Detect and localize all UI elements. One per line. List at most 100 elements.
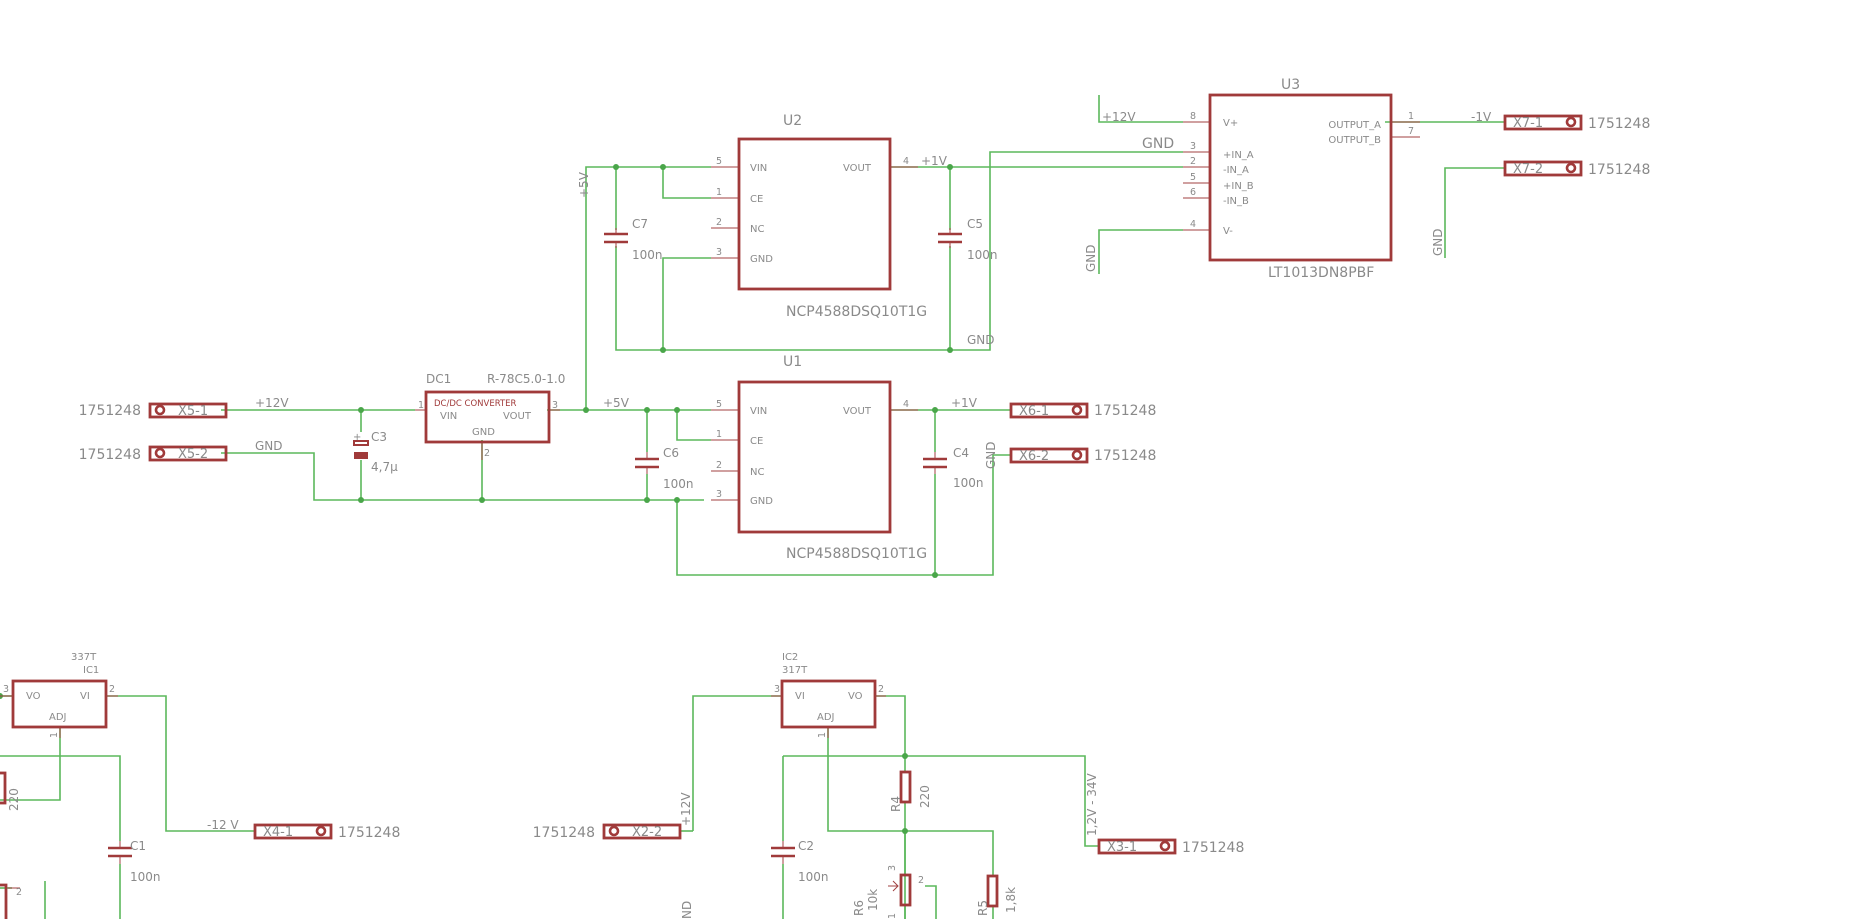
svg-text:C5: C5: [967, 217, 983, 231]
net-label-gnd-u3: GND: [1142, 136, 1174, 152]
svg-text:CE: CE: [750, 436, 763, 447]
capacitor-c5[interactable]: C5 100n: [938, 217, 998, 262]
svg-text:X5-2: X5-2: [178, 447, 208, 462]
svg-text:100n: 100n: [798, 870, 829, 884]
svg-text:VOUT: VOUT: [503, 411, 532, 422]
svg-text:5: 5: [716, 399, 722, 410]
capacitor-c3[interactable]: + C3 4,7µ: [353, 430, 398, 474]
wires: [0, 95, 1505, 919]
svg-text:X7-2: X7-2: [1513, 162, 1543, 177]
connector-x3-1[interactable]: X3-1 1751248: [1097, 838, 1244, 856]
u1-ref: U1: [783, 354, 802, 370]
svg-text:GND: GND: [472, 427, 495, 438]
connector-x6-2[interactable]: X6-2 1751248: [1009, 447, 1156, 464]
svg-text:C7: C7: [632, 217, 648, 231]
resistor-r2[interactable]: 2: [0, 883, 22, 919]
svg-text:5: 5: [1190, 172, 1196, 183]
net-label-gnd: GND: [255, 439, 283, 453]
svg-text:+IN_A: +IN_A: [1223, 150, 1254, 161]
net-label-p1v-u1: +1V: [951, 396, 978, 410]
svg-text:2: 2: [16, 887, 22, 898]
u1-value: NCP4588DSQ10T1G: [786, 546, 927, 562]
svg-text:C3: C3: [371, 430, 387, 444]
svg-text:100n: 100n: [130, 870, 161, 884]
svg-text:X6-1: X6-1: [1019, 404, 1049, 419]
connector-x5-2[interactable]: X5-2 1751248: [79, 445, 228, 463]
capacitor-c4[interactable]: C4 100n: [923, 446, 984, 490]
svg-text:7: 7: [1408, 126, 1414, 137]
svg-text:X3-1: X3-1: [1107, 840, 1137, 855]
svg-text:2: 2: [716, 217, 722, 228]
svg-text:R6: R6: [852, 900, 866, 916]
svg-text:X6-2: X6-2: [1019, 449, 1049, 464]
regulator-ic2[interactable]: 3 2 1 VI VO ADJ IC2 317T: [771, 652, 886, 738]
potentiometer-r6[interactable]: 3 1 2 R6 10k: [852, 865, 924, 919]
svg-text:3: 3: [716, 247, 722, 258]
resistor-r4[interactable]: R4 220: [889, 770, 932, 812]
opamp-u3[interactable]: 8 3 2 5 6 4 1 7 V+ +IN_A -IN_A +IN_B -IN…: [1183, 77, 1420, 281]
svg-text:4: 4: [1190, 219, 1196, 230]
net-label-gnd-u2: GND: [967, 333, 995, 347]
svg-text:1751248: 1751248: [1094, 448, 1156, 464]
capacitor-c6[interactable]: C6 100n: [635, 446, 694, 491]
net-label-m12v: -12 V: [207, 818, 239, 832]
svg-text:X5-1: X5-1: [178, 404, 208, 419]
svg-text:317T: 317T: [782, 665, 808, 676]
svg-text:2: 2: [1190, 156, 1196, 167]
svg-text:1751248: 1751248: [338, 825, 400, 841]
svg-text:OUTPUT_B: OUTPUT_B: [1328, 135, 1381, 146]
net-label-gnd-x7: GND: [1431, 228, 1445, 256]
svg-text:IC1: IC1: [83, 665, 99, 676]
svg-text:5: 5: [716, 156, 722, 167]
capacitor-c7[interactable]: C7 100n: [604, 217, 663, 262]
svg-text:1751248: 1751248: [79, 447, 141, 463]
resistor-r1[interactable]: 220: [0, 771, 21, 811]
connector-x7-1[interactable]: X7-1 1751248: [1503, 114, 1650, 132]
svg-text:VIN: VIN: [440, 411, 457, 422]
svg-text:+IN_B: +IN_B: [1223, 181, 1254, 192]
connector-x6-1[interactable]: X6-1 1751248: [1009, 402, 1156, 419]
svg-text:337T: 337T: [71, 652, 97, 663]
svg-text:X7-1: X7-1: [1513, 116, 1543, 131]
svg-text:6: 6: [1190, 187, 1196, 198]
svg-text:2: 2: [109, 684, 115, 695]
regulator-ic1[interactable]: 3 2 1 VO VI ADJ 337T IC1: [0, 652, 118, 738]
svg-text:2: 2: [716, 460, 722, 471]
dc1-ref: DC1: [426, 372, 451, 386]
svg-text:X4-1: X4-1: [263, 825, 293, 840]
svg-text:2: 2: [918, 875, 924, 886]
svg-text:-IN_A: -IN_A: [1223, 165, 1249, 176]
capacitor-c2[interactable]: C2 100n: [771, 839, 829, 884]
svg-text:VI: VI: [80, 691, 90, 702]
resistor-r5[interactable]: R5 1,8k: [976, 874, 1018, 916]
connector-x5-1[interactable]: X5-1 1751248: [79, 402, 228, 419]
regulator-u2[interactable]: 5 1 2 3 4 VIN CE NC GND VOUT U2 NCP4588D…: [711, 113, 927, 320]
svg-text:100n: 100n: [953, 476, 984, 490]
svg-text:100n: 100n: [967, 248, 998, 262]
regulator-u1[interactable]: 5 1 2 3 4 VIN CE NC GND VOUT U1 NCP4588D…: [711, 354, 927, 562]
svg-text:C6: C6: [663, 446, 679, 460]
net-label-p12v-ic2: +12V: [679, 792, 693, 826]
net-label-gnd-x6: GND: [984, 441, 998, 469]
dcdc-converter-dc1[interactable]: 1 3 2 DC/DC CONVERTER VIN VOUT GND DC1 R…: [415, 372, 565, 460]
svg-text:NC: NC: [750, 467, 764, 478]
capacitor-c1[interactable]: C1 100n: [108, 839, 161, 884]
svg-text:VO: VO: [26, 691, 41, 702]
svg-text:VIN: VIN: [750, 163, 767, 174]
connector-x2-2[interactable]: X2-2 1751248: [533, 823, 682, 841]
svg-text:OUTPUT_A: OUTPUT_A: [1328, 120, 1381, 131]
connector-x4-1[interactable]: X4-1 1751248: [253, 823, 400, 841]
svg-text:1: 1: [716, 187, 722, 198]
svg-text:4: 4: [903, 156, 909, 167]
svg-text:1: 1: [1408, 111, 1414, 122]
svg-text:4,7µ: 4,7µ: [371, 460, 398, 474]
svg-text:GND: GND: [750, 254, 773, 265]
svg-text:1: 1: [716, 429, 722, 440]
svg-text:3: 3: [774, 684, 780, 695]
svg-text:8: 8: [1190, 111, 1196, 122]
net-label-gnd-cut: ND: [680, 901, 694, 919]
svg-text:CE: CE: [750, 194, 763, 205]
connector-x7-2[interactable]: X7-2 1751248: [1503, 160, 1650, 178]
